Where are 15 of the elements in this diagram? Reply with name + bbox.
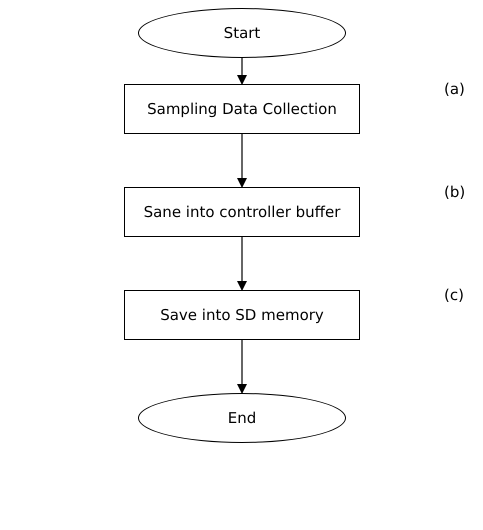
process-box bbox=[124, 84, 360, 134]
arrow bbox=[237, 134, 247, 188]
step-label: (b) bbox=[444, 182, 466, 203]
node-text: Save into SD memory bbox=[160, 304, 324, 326]
step-label: (c) bbox=[444, 285, 464, 306]
node-text: Sane into controller buffer bbox=[144, 202, 340, 223]
arrow bbox=[237, 58, 247, 85]
node-text: Start bbox=[224, 22, 260, 44]
arrow bbox=[237, 340, 247, 394]
process-box bbox=[124, 290, 360, 340]
process-box bbox=[124, 187, 360, 237]
node-text: Sampling Data Collection bbox=[147, 98, 337, 120]
node-text: End bbox=[228, 408, 256, 429]
step-label: (a) bbox=[444, 79, 465, 100]
arrow bbox=[237, 237, 247, 291]
